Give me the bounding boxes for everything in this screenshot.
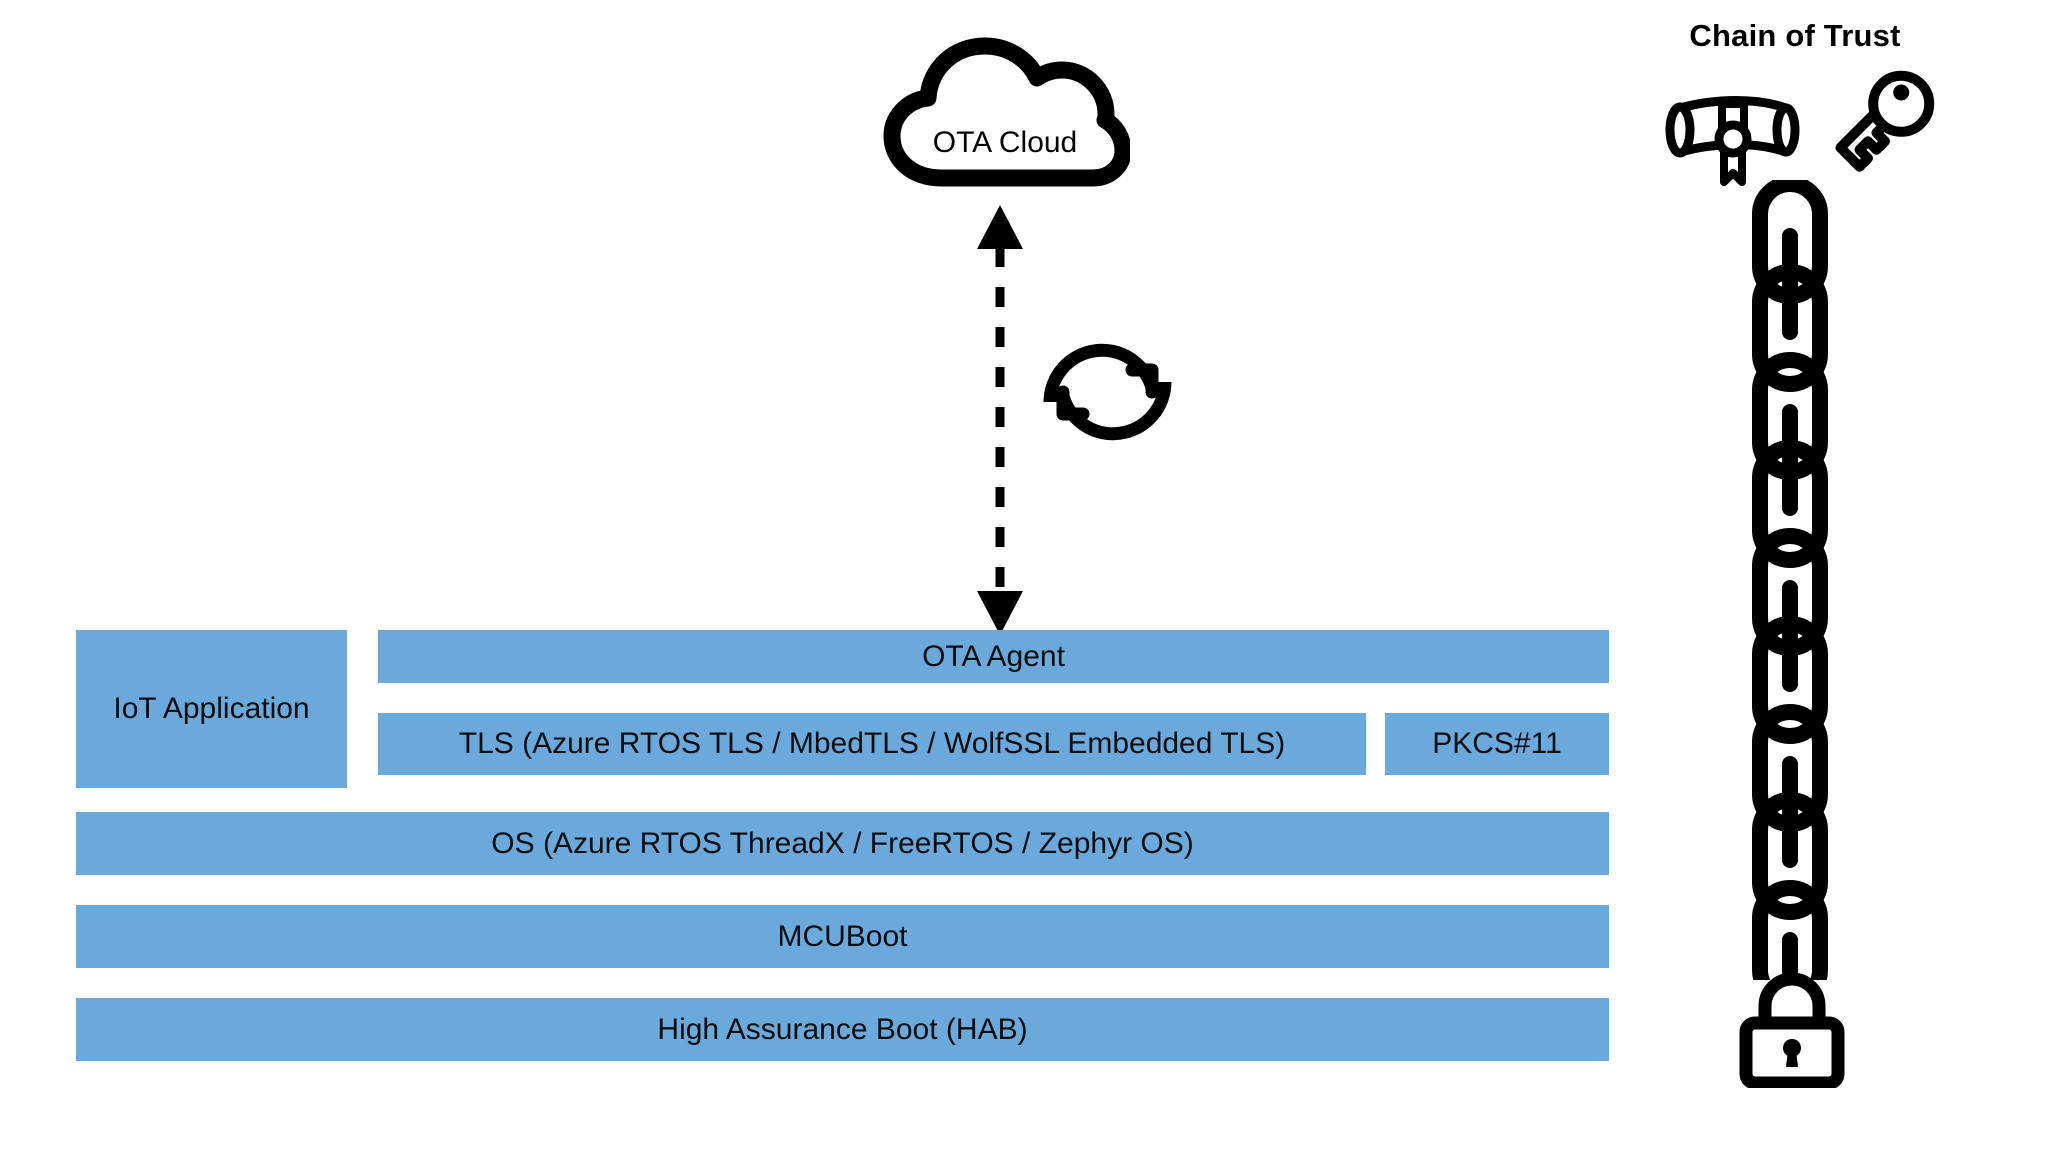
stack-block-mcuboot[interactable]: MCUBoot (76, 905, 1609, 968)
padlock-icon (1739, 972, 1845, 1090)
chain-icon (1752, 176, 1828, 1008)
certificate-icon (1662, 78, 1802, 188)
stack-block-label: IoT Application (113, 692, 310, 725)
ota-cloud-link-arrow (975, 205, 1025, 635)
ota-cloud-node: OTA Cloud (880, 30, 1132, 200)
stack-block-ota-agent[interactable]: OTA Agent (378, 630, 1609, 683)
key-shape-icon (1835, 70, 1935, 172)
chain-links-icon (1730, 176, 1850, 1008)
stack-block-label: OS (Azure RTOS ThreadX / FreeRTOS / Zeph… (491, 826, 1194, 860)
chain-of-trust-group: Chain of Trust (1650, 18, 1980, 1098)
lock-icon (1732, 968, 1852, 1090)
sync-refresh-icon (1040, 330, 1175, 450)
cloud-icon (883, 37, 1132, 187)
stack-block-hab[interactable]: High Assurance Boot (HAB) (76, 998, 1609, 1061)
chain-of-trust-title: Chain of Trust (1689, 18, 1901, 53)
stack-block-iot-application[interactable]: IoT Application (76, 630, 347, 788)
stack-block-pkcs11[interactable]: PKCS#11 (1385, 713, 1609, 775)
stack-block-label: High Assurance Boot (HAB) (657, 1012, 1028, 1046)
dashed-double-arrow-icon (977, 205, 1023, 635)
stack-block-label: PKCS#11 (1432, 727, 1562, 760)
stack-block-label: TLS (Azure RTOS TLS / MbedTLS / WolfSSL … (458, 727, 1286, 760)
stack-block-tls[interactable]: TLS (Azure RTOS TLS / MbedTLS / WolfSSL … (378, 713, 1366, 775)
certificate-scroll-icon (1665, 96, 1800, 186)
stack-block-os[interactable]: OS (Azure RTOS ThreadX / FreeRTOS / Zeph… (76, 812, 1609, 875)
sync-arrows-icon (1043, 343, 1172, 441)
stack-block-label: MCUBoot (777, 919, 908, 953)
stack-block-label: OTA Agent (922, 639, 1065, 673)
key-icon (1818, 68, 1943, 183)
